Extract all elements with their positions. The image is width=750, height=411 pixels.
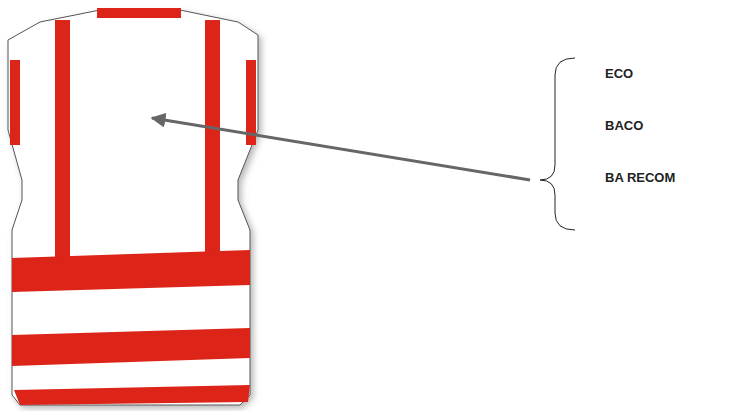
hem-band — [14, 385, 250, 405]
option-label: BA RECOM — [605, 170, 675, 186]
curly-brace — [540, 58, 575, 230]
option-label: ECO — [605, 66, 633, 82]
waist-band — [12, 250, 250, 292]
shoulder-stripe — [10, 60, 20, 145]
pointer-arrow — [152, 118, 530, 180]
hem-band — [12, 328, 250, 366]
collar-stripe — [97, 8, 181, 18]
reflective-stripes — [10, 8, 256, 405]
back-stripe — [55, 20, 70, 260]
vest-body — [8, 10, 258, 405]
option-label: BACO — [605, 118, 643, 134]
back-stripe — [205, 20, 220, 260]
